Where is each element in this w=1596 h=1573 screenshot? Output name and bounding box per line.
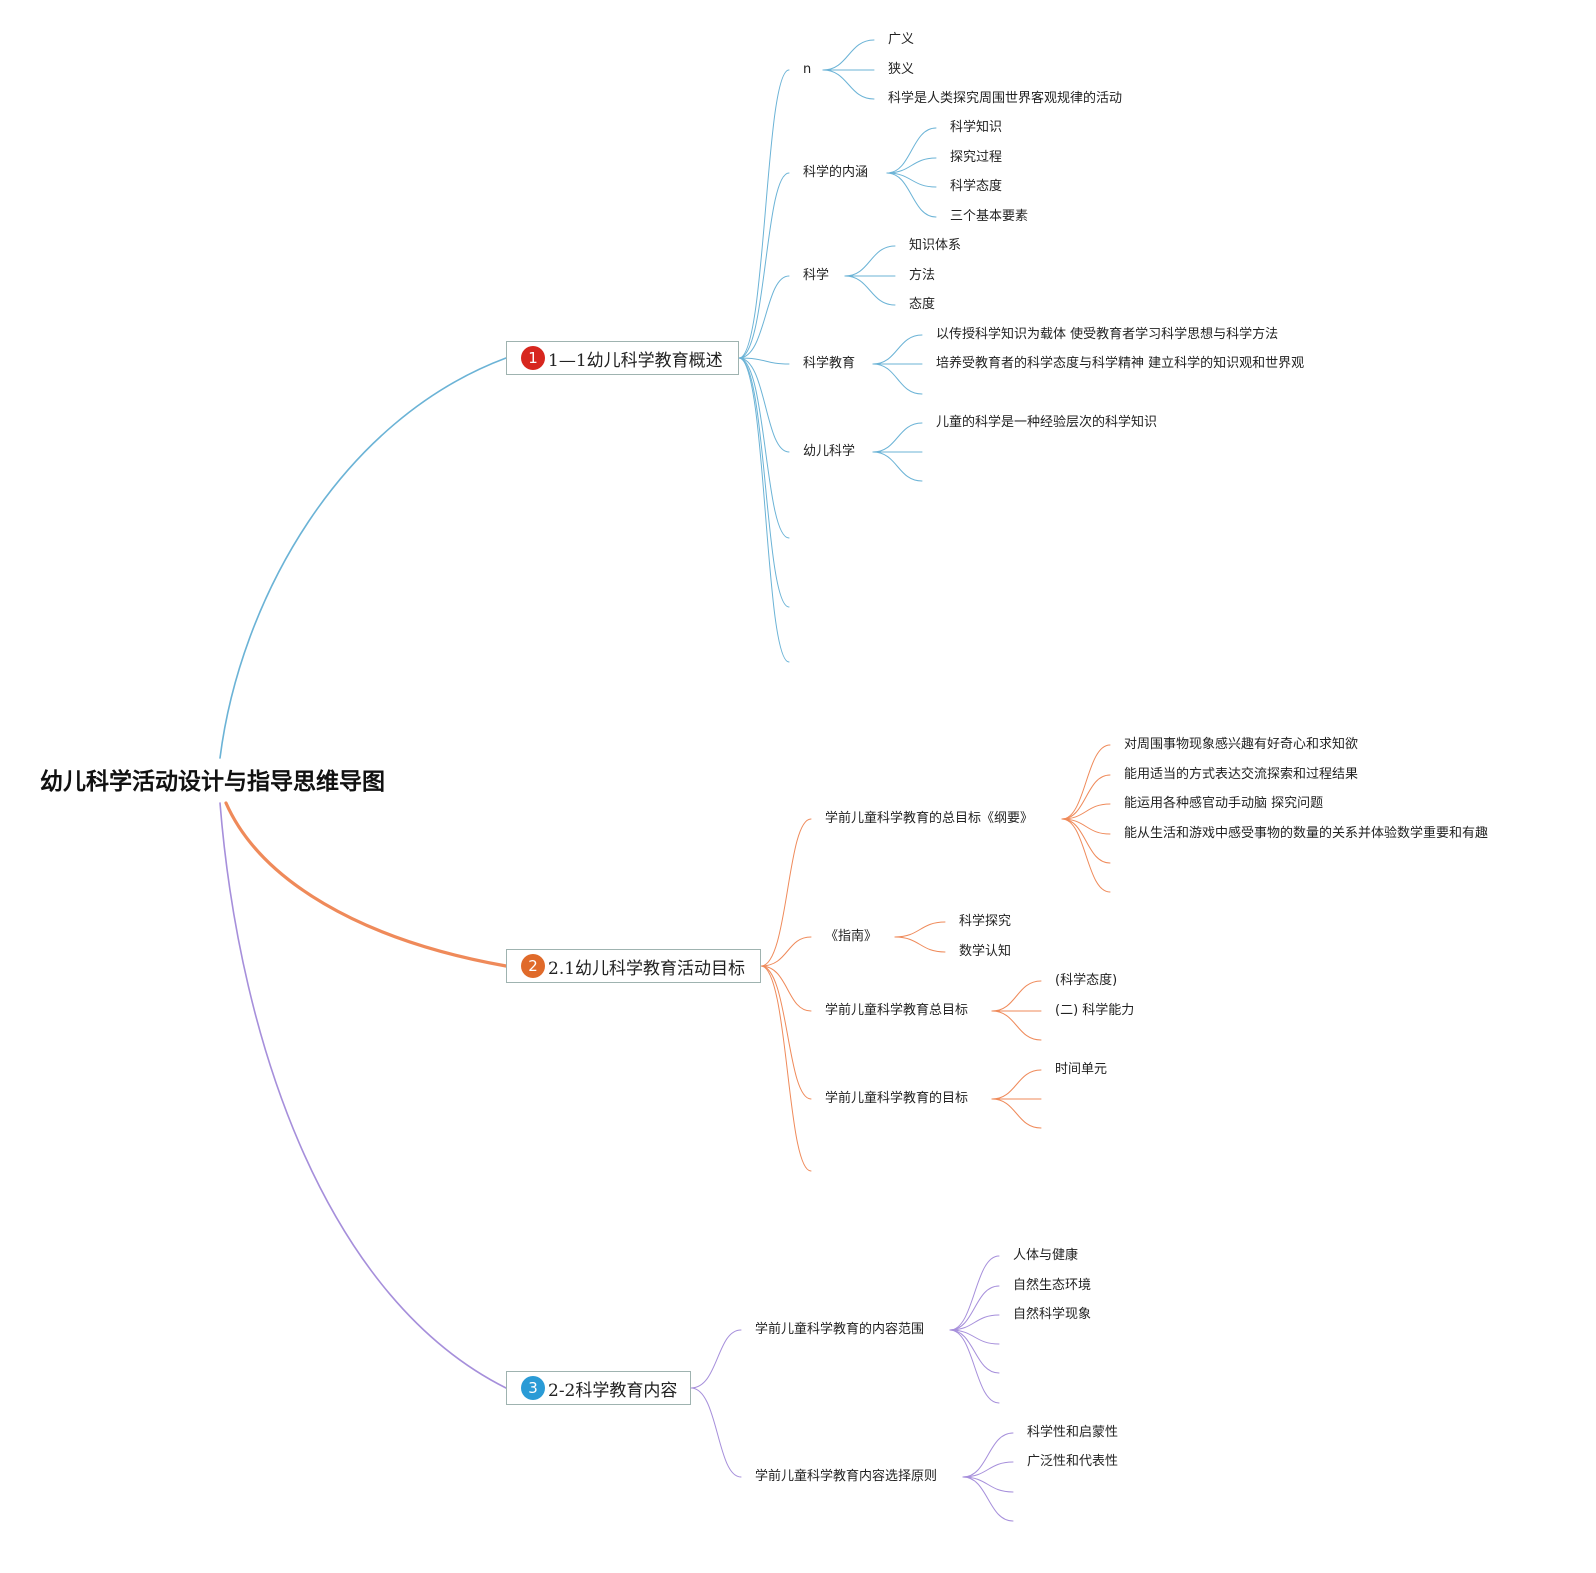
leaf-connector-2-1-5 <box>1061 818 1111 864</box>
leaf-connector-1-4-3 <box>872 363 923 395</box>
leaf-connector-2-4-3 <box>991 1098 1042 1129</box>
subtopic-connector-1-6 <box>738 357 790 539</box>
subtopic-connector-1-3 <box>738 275 790 359</box>
subtopic-connector-1-7 <box>738 357 790 608</box>
subtopic-connector-2-1 <box>760 818 812 967</box>
leaf-connector-3-2-3 <box>962 1476 1014 1493</box>
leaf-2-1-1[interactable]: 对周围事物现象感兴趣有好奇心和求知欲 <box>1124 737 1359 752</box>
subtopic-1-3[interactable]: 科学 <box>803 268 830 283</box>
leaf-connector-2-1-2 <box>1061 774 1111 820</box>
subtopic-2-2[interactable]: 《指南》 <box>825 929 878 944</box>
leaf-1-5-1[interactable]: 儿童的科学是一种经验层次的科学知识 <box>936 415 1158 430</box>
leaf-3-1-3[interactable]: 自然科学现象 <box>1013 1307 1092 1322</box>
subtopic-connector-1-8 <box>738 357 790 663</box>
leaf-2-3-2[interactable]: (二) 科学能力 <box>1055 1003 1135 1018</box>
leaf-1-4-2[interactable]: 培养受教育者的科学态度与科学精神 建立科学的知识观和世界观 <box>936 356 1305 371</box>
subtopic-3-1[interactable]: 学前儿童科学教育的内容范围 <box>755 1322 925 1337</box>
leaf-connector-3-1-5 <box>949 1329 1000 1374</box>
leaf-connector-1-2-3 <box>886 172 937 188</box>
subtopic-1-1[interactable]: n <box>803 62 812 77</box>
root-connector-2 <box>224 801 508 968</box>
subtopic-connector-1-1 <box>738 69 790 359</box>
subtopic-connector-1-5 <box>738 357 790 453</box>
topic-number-badge: 3 <box>521 1376 545 1400</box>
subtopic-1-2[interactable]: 科学的内涵 <box>803 165 869 180</box>
leaf-connector-1-2-2 <box>886 157 937 174</box>
leaf-3-2-2[interactable]: 广泛性和代表性 <box>1027 1454 1119 1469</box>
subtopic-2-3[interactable]: 学前儿童科学教育总目标 <box>825 1003 969 1018</box>
leaf-connector-2-4-1 <box>991 1069 1042 1100</box>
leaf-connector-1-4-1 <box>872 334 923 365</box>
root-topic-title: 幼儿科学活动设计与指导思维导图 <box>40 769 385 795</box>
root-connector-1 <box>219 357 507 759</box>
leaf-1-4-1[interactable]: 以传授科学知识为载体 使受教育者学习科学思想与科学方法 <box>936 327 1279 342</box>
leaf-connector-1-3-3 <box>844 275 896 306</box>
topic-number-badge: 2 <box>521 954 545 978</box>
subtopic-connector-2-3 <box>760 965 812 1012</box>
leaf-connector-2-1-6 <box>1061 818 1111 893</box>
leaf-1-2-3[interactable]: 科学态度 <box>950 179 1003 194</box>
leaf-1-2-2[interactable]: 探究过程 <box>950 150 1003 165</box>
subtopic-connector-1-2 <box>738 172 790 359</box>
leaf-3-1-1[interactable]: 人体与健康 <box>1013 1248 1079 1263</box>
leaf-2-2-2[interactable]: 数学认知 <box>959 944 1012 959</box>
leaf-connector-1-1-3 <box>822 69 875 100</box>
leaf-connector-3-1-6 <box>949 1329 1000 1404</box>
leaf-connector-2-2-1 <box>894 921 946 938</box>
leaf-connector-1-2-4 <box>886 172 937 218</box>
leaf-2-4-1[interactable]: 时间单元 <box>1055 1062 1108 1077</box>
root-connector-3 <box>219 802 507 1389</box>
leaf-connector-2-1-1 <box>1061 744 1111 820</box>
subtopic-3-2[interactable]: 学前儿童科学教育内容选择原则 <box>755 1469 938 1484</box>
leaf-1-1-3[interactable]: 科学是人类探究周围世界客观规律的活动 <box>888 91 1123 106</box>
leaf-connector-3-1-2 <box>949 1285 1000 1331</box>
leaf-1-3-1[interactable]: 知识体系 <box>909 238 962 253</box>
leaf-connector-1-2-1 <box>886 127 937 174</box>
leaf-connector-2-3-1 <box>991 980 1042 1012</box>
subtopic-1-5[interactable]: 幼儿科学 <box>803 444 856 459</box>
subtopic-connector-3-1 <box>690 1329 742 1389</box>
leaf-2-2-1[interactable]: 科学探究 <box>959 914 1012 929</box>
leaf-2-1-4[interactable]: 能从生活和游戏中感受事物的数量的关系并体验数学重要和有趣 <box>1124 826 1489 841</box>
leaf-connector-3-2-2 <box>962 1461 1014 1478</box>
subtopic-2-4[interactable]: 学前儿童科学教育的目标 <box>825 1091 969 1106</box>
leaf-connector-3-2-1 <box>962 1432 1014 1478</box>
main-topic-label: 2.1幼儿科学教育活动目标 <box>548 958 746 979</box>
leaf-2-1-3[interactable]: 能运用各种感官动手动脑 探究问题 <box>1124 796 1324 811</box>
leaf-connector-3-2-4 <box>962 1476 1014 1522</box>
leaf-connector-3-1-3 <box>949 1314 1000 1331</box>
leaf-connector-1-5-3 <box>872 451 923 482</box>
leaf-connector-2-2-2 <box>894 936 946 953</box>
leaf-2-3-1[interactable]: (科学态度) <box>1055 973 1118 988</box>
subtopic-connector-1-4 <box>738 357 790 365</box>
leaf-1-2-1[interactable]: 科学知识 <box>950 120 1003 135</box>
leaf-connector-2-1-3 <box>1061 803 1111 820</box>
leaf-1-3-3[interactable]: 态度 <box>909 297 936 312</box>
leaf-connector-3-1-1 <box>949 1255 1000 1331</box>
topic-number-badge: 1 <box>521 346 545 370</box>
leaf-3-1-2[interactable]: 自然生态环境 <box>1013 1278 1092 1293</box>
subtopic-connector-3-2 <box>690 1387 742 1478</box>
leaf-connector-1-5-1 <box>872 422 923 453</box>
leaf-2-1-2[interactable]: 能用适当的方式表达交流探索和过程结果 <box>1124 767 1359 782</box>
subtopic-connector-2-5 <box>760 965 812 1172</box>
subtopic-connector-2-2 <box>760 936 812 967</box>
main-topic-label: 2-2科学教育内容 <box>548 1380 678 1401</box>
subtopic-2-1[interactable]: 学前儿童科学教育的总目标《纲要》 <box>825 811 1034 826</box>
leaf-1-2-4[interactable]: 三个基本要素 <box>950 209 1029 224</box>
main-topic-label: 1—1幼儿科学教育概述 <box>548 350 723 371</box>
leaf-1-1-1[interactable]: 广义 <box>888 32 915 47</box>
leaf-1-1-2[interactable]: 狭义 <box>888 62 915 77</box>
subtopic-1-4[interactable]: 科学教育 <box>803 356 856 371</box>
leaf-connector-1-1-1 <box>822 39 875 71</box>
leaf-connector-1-3-1 <box>844 245 896 277</box>
leaf-3-2-1[interactable]: 科学性和启蒙性 <box>1027 1425 1119 1440</box>
leaf-connector-2-3-3 <box>991 1010 1042 1041</box>
leaf-1-3-2[interactable]: 方法 <box>909 268 936 283</box>
subtopic-connector-2-4 <box>760 965 812 1100</box>
